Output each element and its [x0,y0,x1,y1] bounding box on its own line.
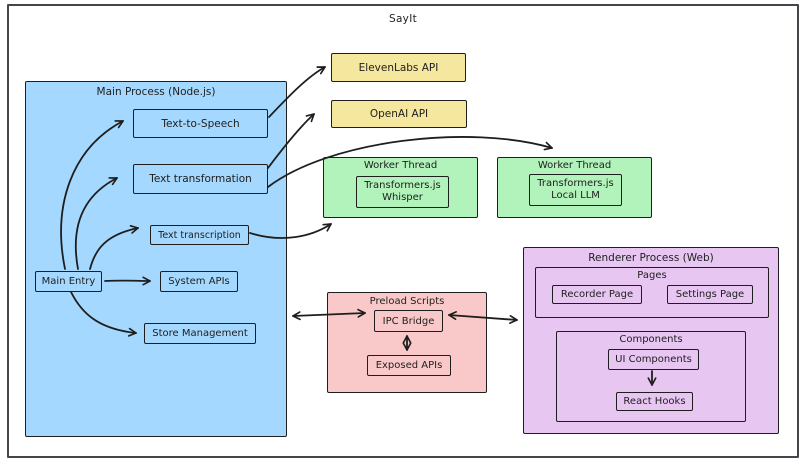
node-settings-page: Settings Page [667,285,753,304]
node-transformers-local-llm: Transformers.js Local LLM [529,174,622,206]
preload-scripts-title: Preload Scripts [369,296,445,307]
node-main-entry: Main Entry [35,271,102,292]
node-elevenlabs-api-label: ElevenLabs API [358,61,439,74]
node-text-transcription-label: Text transcription [158,229,241,241]
node-text-transcription: Text transcription [150,225,249,245]
node-openai-api-label: OpenAI API [369,108,429,120]
node-ui-components-label: UI Components [615,354,692,365]
pages-group: Pages Recorder Page Settings Page [535,267,769,318]
node-text-transformation-label: Text transformation [149,173,252,185]
pages-title: Pages [637,270,667,281]
main-process-group: Main Process (Node.js) Text-to-Speech Te… [25,81,287,437]
worker-thread-whisper-group: Worker Thread Transformers.js Whisper [323,157,478,218]
node-text-to-speech: Text-to-Speech [133,109,268,138]
node-recorder-page-label: Recorder Page [560,289,634,300]
node-exposed-apis-label: Exposed APIs [375,360,443,371]
worker-thread-llm-group: Worker Thread Transformers.js Local LLM [497,157,652,218]
node-transformers-local-llm-line1: Transformers.js [537,177,614,189]
main-process-title: Main Process (Node.js) [96,86,216,98]
node-recorder-page: Recorder Page [552,285,642,304]
node-react-hooks-label: React Hooks [623,396,686,407]
diagram-title: SayIt [388,13,418,25]
node-react-hooks: React Hooks [616,392,693,411]
worker-thread-whisper-title: Worker Thread [363,160,438,171]
node-system-apis: System APIs [160,271,238,292]
node-transformers-whisper-line1: Transformers.js [364,179,441,191]
preload-scripts-group: Preload Scripts IPC Bridge Exposed APIs [327,292,487,393]
renderer-process-title: Renderer Process (Web) [588,252,714,264]
node-settings-page-label: Settings Page [675,289,745,300]
node-transformers-local-llm-line2: Local LLM [551,190,600,201]
node-transformers-whisper: Transformers.js Whisper [356,176,449,208]
node-ipc-bridge: IPC Bridge [374,310,443,332]
node-system-apis-label: System APIs [168,276,230,287]
renderer-process-group: Renderer Process (Web) Pages Recorder Pa… [523,247,779,434]
node-ipc-bridge-label: IPC Bridge [382,315,435,327]
components-title: Components [619,334,683,345]
node-text-to-speech-label: Text-to-Speech [161,117,240,130]
node-text-transformation: Text transformation [133,164,268,194]
components-group: Components UI Components React Hooks [556,331,746,422]
node-store-management-label: Store Management [152,328,248,339]
node-openai-api: OpenAI API [331,100,467,128]
node-transformers-whisper-line2: Whisper [382,192,423,203]
node-exposed-apis: Exposed APIs [367,355,451,376]
node-ui-components: UI Components [608,349,699,370]
node-store-management: Store Management [144,323,256,344]
worker-thread-llm-title: Worker Thread [537,160,612,171]
node-main-entry-label: Main Entry [41,276,96,287]
node-elevenlabs-api: ElevenLabs API [331,53,466,82]
